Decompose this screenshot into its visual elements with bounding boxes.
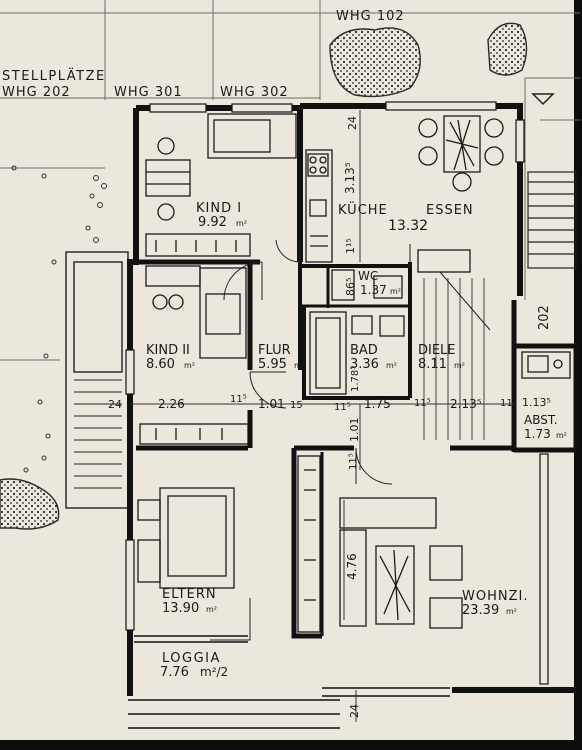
room-name-essen: ESSEN [426,203,474,218]
room-unit-loggia: m²/2 [200,665,228,679]
room-area-wohnzi: 23.39 [462,603,499,618]
room-unit-bad: m² [386,361,397,370]
room-name-bad: BAD [350,343,378,358]
dim-115-kitchen: 1¹⁵ [344,238,357,254]
whg-301-label: WHG 301 [114,85,183,100]
dim-115-v: 11⁵ [348,453,359,470]
room-unit-flur: m² [294,361,305,370]
parking-label: STELLPLÄTZE [2,68,106,84]
dim-24-left: 24 [108,398,122,411]
room-area-kueche: 13.32 [388,218,428,234]
room-name-abst: ABST. [524,413,558,427]
whg-102-label: WHG 102 [336,9,405,24]
side-202-label: 202 [537,305,552,330]
room-name-eltern: ELTERN [162,587,217,602]
room-name-kueche: KÜCHE [338,201,388,218]
site-labels: STELLPLÄTZE WHG 202 WHG 301 WHG 302 WHG … [2,9,552,330]
room-unit-wc: m² [390,287,401,296]
room-unit-abst: m² [556,431,567,440]
walls-interior [136,259,517,639]
room-unit-kind1: m² [236,219,247,228]
room-name-loggia: LOGGIA [162,651,221,666]
dim-11-5c: 11⁵ [414,398,431,409]
whg-202-label: WHG 202 [2,85,71,100]
room-name-wohnzi: WOHNZI. [462,589,528,604]
room-area-flur: 5.95 [258,357,287,372]
room-name-wc: WC [358,269,378,283]
room-area-kind2: 8.60 [146,357,175,372]
dim-11-5b: 11⁵ [334,402,351,413]
site-lines [0,0,580,361]
furniture [137,113,571,633]
windows [125,101,549,685]
room-name-kind2: KIND II [146,343,190,358]
paper [0,0,574,740]
dim-178: 1.78⁵ [350,366,361,392]
dim-175: 1.75 [364,397,391,411]
dim-115-right: 11⁵ [500,398,517,409]
dim-476: 4.76 [345,553,359,580]
room-unit-eltern: m² [206,605,217,614]
room-area-eltern: 13.90 [162,601,199,616]
room-labels: KIND I 9.92 m² KIND II 8.60 m² KÜCHE ESS… [146,201,567,680]
room-area-bad: 3.36 [350,357,379,372]
dimension-labels: 24 3.13⁵ 1¹⁵ 86⁵ 24 2.26 11⁵ 1.01 15 11⁵… [108,116,551,718]
dim-213: 2.13⁵ [450,397,482,411]
dim-15a: 15 [290,400,303,411]
room-unit-wohnzi: m² [506,607,517,616]
dim-24-bottom: 24 [348,704,361,718]
dim-86: 86⁵ [344,278,357,296]
dim-101: 1.01 [258,397,285,411]
dim-101-v: 1.01 [348,418,361,443]
dim-11-5a: 11⁵ [230,394,247,405]
room-unit-kind2: m² [184,361,195,370]
room-area-wc: 1.37 [360,283,387,297]
room-area-diele: 8.11 [418,357,447,372]
dim-226: 2.26 [158,397,185,411]
room-name-diele: DIELE [418,343,456,358]
room-area-loggia: 7.76 [160,665,189,680]
door-swings [210,239,491,641]
room-area-abst: 1.73 [524,427,551,441]
room-name-flur: FLUR [258,343,291,358]
dim-113: 1.13⁵ [522,396,551,409]
room-name-kind1: KIND I [196,201,242,216]
dim-313: 3.13⁵ [343,162,357,194]
dim-24-top: 24 [346,116,359,130]
room-unit-diele: m² [454,361,465,370]
room-area-kind1: 9.92 [198,215,227,230]
vegetation [0,22,528,530]
dimension-lines [130,110,514,722]
whg-302-label: WHG 302 [220,85,289,100]
stair-right [527,93,577,269]
loggia-rail [128,635,450,729]
